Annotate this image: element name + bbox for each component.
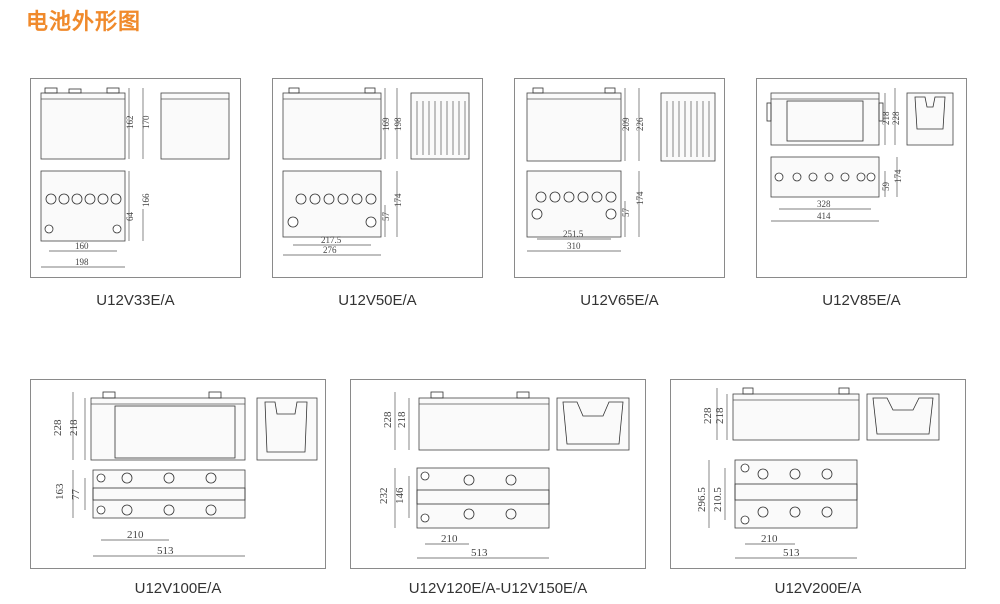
svg-text:414: 414 — [817, 211, 831, 221]
drawing-panel-u12v33: 162 170 64 166 160 198 — [30, 78, 241, 278]
drawing-panel-u12v200: 228 218 296.5 210.5 210 513 — [670, 379, 966, 569]
svg-text:57: 57 — [621, 208, 631, 218]
svg-text:210: 210 — [761, 533, 778, 545]
svg-text:163: 163 — [54, 483, 66, 500]
svg-text:226: 226 — [635, 117, 645, 131]
svg-text:174: 174 — [893, 169, 903, 183]
svg-text:170: 170 — [141, 115, 151, 129]
svg-text:169: 169 — [381, 117, 391, 131]
drawing-panel-u12v65: 209 226 57 174 251.5 310 — [514, 78, 725, 278]
svg-text:218: 218 — [68, 419, 80, 436]
model-caption-u12v50: U12V50E/A — [338, 292, 417, 309]
drawing-panel-u12v85: 218 228 59 174 328 414 — [756, 78, 967, 278]
svg-text:146: 146 — [394, 487, 406, 504]
svg-text:174: 174 — [393, 193, 403, 207]
drawing-panel-u12v50: 169 198 57 174 217.5 276 — [272, 78, 483, 278]
svg-text:162: 162 — [125, 116, 135, 130]
model-caption-u12v120-150: U12V120E/A-U12V150E/A — [408, 580, 588, 597]
svg-text:228: 228 — [702, 407, 714, 424]
svg-text:210: 210 — [441, 533, 458, 545]
battery-drawing-u12v33: 162 170 64 166 160 198 — [40, 87, 230, 268]
svg-text:77: 77 — [70, 489, 82, 501]
page-title: 电池外形图 — [26, 10, 142, 35]
battery-drawing-u12v65: 209 226 57 174 251.5 310 — [526, 87, 716, 252]
svg-text:218: 218 — [881, 111, 891, 125]
svg-text:210.5: 210.5 — [712, 487, 724, 512]
svg-text:64: 64 — [125, 212, 135, 222]
svg-text:59: 59 — [881, 182, 891, 192]
battery-drawing-u12v85: 218 228 59 174 328 414 — [766, 88, 954, 222]
model-caption-u12v200: U12V200E/A — [774, 580, 862, 597]
model-caption-u12v100: U12V100E/A — [134, 580, 222, 597]
svg-text:217.5: 217.5 — [321, 235, 342, 245]
svg-text:328: 328 — [817, 199, 831, 209]
svg-text:310: 310 — [567, 241, 581, 251]
drawing-panel-u12v120-150: 228 218 232 146 210 513 — [350, 379, 646, 569]
battery-drawing-u12v50: 169 198 57 174 217.5 276 — [282, 87, 470, 256]
model-caption-u12v65: U12V65E/A — [580, 292, 659, 309]
svg-text:228: 228 — [382, 411, 394, 428]
svg-text:296.5: 296.5 — [696, 487, 708, 512]
battery-drawing-u12v100: 228 218 163 77 210 513 — [52, 391, 318, 557]
svg-text:160: 160 — [75, 241, 89, 251]
svg-text:209: 209 — [621, 117, 631, 131]
svg-text:174: 174 — [635, 191, 645, 205]
svg-text:210: 210 — [127, 529, 144, 541]
svg-text:198: 198 — [75, 257, 89, 267]
svg-text:228: 228 — [52, 419, 64, 436]
svg-text:218: 218 — [714, 407, 726, 424]
svg-text:276: 276 — [323, 245, 337, 255]
svg-text:218: 218 — [396, 411, 408, 428]
svg-text:57: 57 — [381, 212, 391, 222]
svg-text:166: 166 — [141, 193, 151, 207]
svg-text:513: 513 — [471, 547, 488, 559]
battery-drawing-u12v120-150: 228 218 232 146 210 513 — [378, 391, 630, 559]
svg-text:228: 228 — [891, 111, 901, 125]
battery-drawing-u12v200: 228 218 296.5 210.5 210 513 — [696, 387, 940, 559]
svg-text:232: 232 — [378, 488, 390, 505]
model-caption-u12v85: U12V85E/A — [822, 292, 901, 309]
svg-text:513: 513 — [783, 547, 800, 559]
svg-text:251.5: 251.5 — [563, 229, 584, 239]
svg-text:198: 198 — [393, 117, 403, 131]
svg-text:513: 513 — [157, 545, 174, 557]
drawing-panel-u12v100: 228 218 163 77 210 513 — [30, 379, 326, 569]
model-caption-u12v33: U12V33E/A — [96, 292, 175, 309]
